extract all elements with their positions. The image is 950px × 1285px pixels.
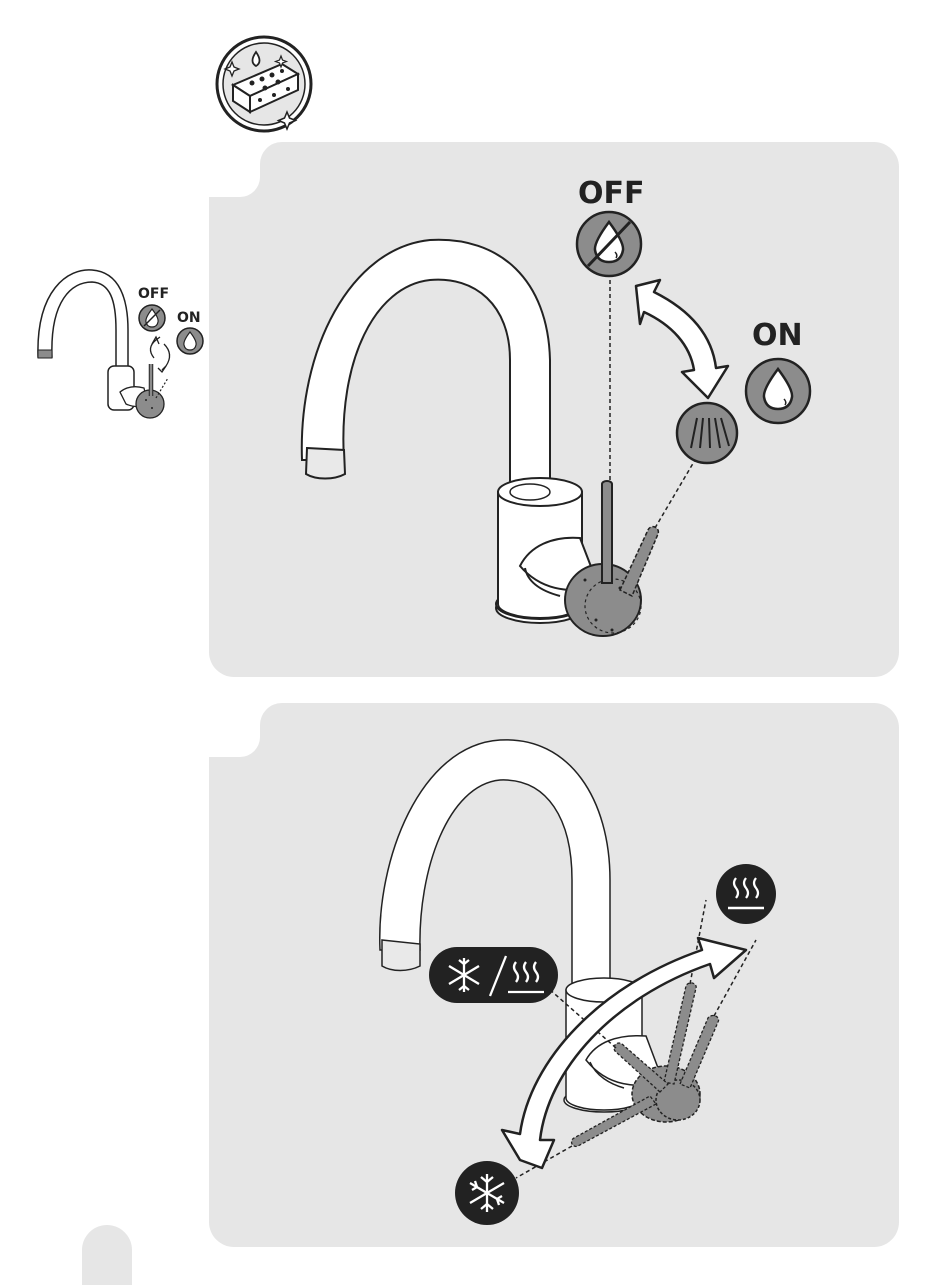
sponge-cleaning-icon xyxy=(217,37,311,131)
snowflake-icon xyxy=(455,1161,519,1225)
water-drop-icon xyxy=(746,359,810,423)
mini-off-label: OFF xyxy=(138,286,169,302)
page-tab xyxy=(82,1225,132,1285)
mini-water-off-icon xyxy=(139,305,165,331)
water-off-icon xyxy=(577,212,641,276)
mini-water-drop-icon xyxy=(177,328,203,354)
heat-icon xyxy=(716,864,776,924)
mini-on-label: ON xyxy=(177,310,201,326)
on-label: ON xyxy=(752,318,803,353)
spray-icon xyxy=(677,403,737,463)
off-label: OFF xyxy=(578,176,645,211)
snowflake-heat-icon xyxy=(429,947,558,1003)
